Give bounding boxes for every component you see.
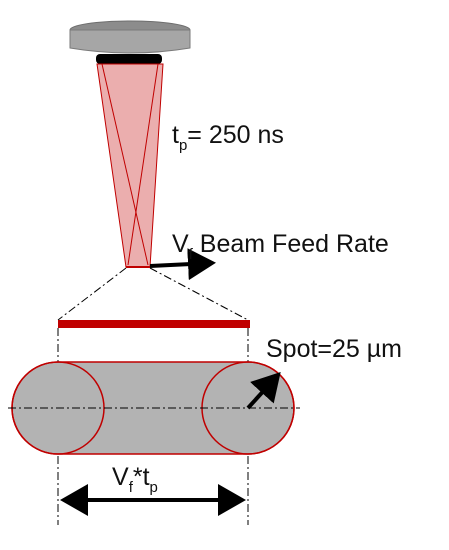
feed-rate-arrow bbox=[149, 248, 216, 281]
swept-spot bbox=[8, 361, 300, 455]
lens-body bbox=[69, 29, 191, 54]
spot-radius-arrow bbox=[246, 372, 281, 410]
lens-mount bbox=[96, 54, 162, 64]
beam-ray-right bbox=[127, 63, 159, 266]
feed-rate-label: Vf Beam Feed Rate bbox=[172, 230, 389, 263]
projection-line-right bbox=[149, 267, 249, 321]
projection-line-left bbox=[57, 267, 127, 321]
pulse-duration-label: tp= 250 ns bbox=[172, 121, 284, 154]
spot-size-label: Spot=25 µm bbox=[266, 335, 402, 363]
laser-beam bbox=[96, 63, 164, 268]
beam-ray-left bbox=[101, 63, 149, 266]
objective-lens bbox=[69, 20, 191, 64]
travel-distance-label: Vf*tp bbox=[112, 463, 158, 496]
